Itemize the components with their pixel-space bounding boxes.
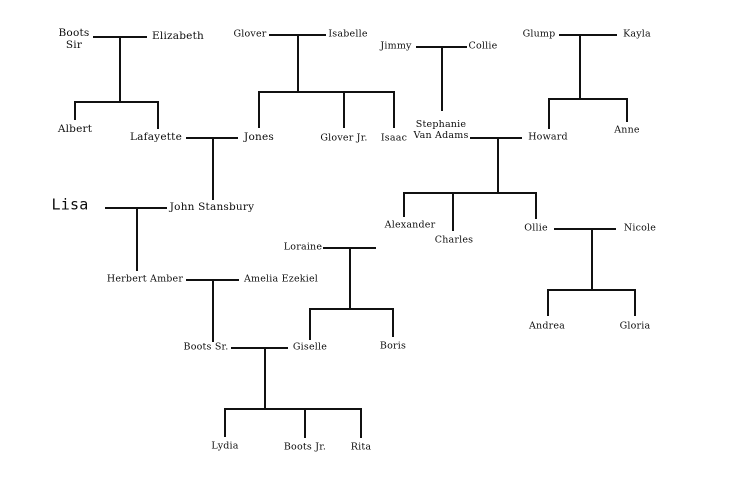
connector-d-jimmy-collie: [441, 46, 443, 111]
connector-c-isaac: [393, 91, 395, 128]
connector-d-steph-howard: [497, 137, 499, 193]
connector-sib-glump-kayla: [548, 98, 627, 100]
person-label-boris: Boris: [379, 340, 407, 352]
person-label-charles: Charles: [434, 234, 474, 246]
person-label-kayla: Kayla: [623, 28, 651, 40]
person-label-howard: Howard: [528, 131, 568, 143]
connector-u-boots-giselle: [231, 347, 288, 349]
person-label-john_stansbury: John Stansbury: [169, 201, 255, 213]
person-label-glover_jr: Glover Jr.: [320, 132, 368, 144]
person-label-boots_jr: Boots Jr.: [283, 441, 327, 453]
connector-sib-steph-howard: [403, 192, 536, 194]
connector-sib-boots-giselle: [224, 408, 361, 410]
connector-c-anne: [626, 98, 628, 122]
connector-c-lafayette: [157, 101, 159, 129]
person-label-nicole: Nicole: [623, 222, 657, 234]
connector-c-howard: [548, 98, 550, 129]
connector-c-gloria: [634, 289, 636, 316]
connector-u-glump-kayla: [559, 34, 617, 36]
connector-d-glump-kayla: [579, 34, 581, 98]
person-label-boots_sr: Boots Sr.: [183, 341, 229, 353]
person-label-albert: Albert: [57, 123, 93, 135]
connector-sib-boots-eliz: [74, 101, 159, 103]
connector-d-loraine-alex: [349, 247, 351, 309]
person-label-amelia_ezekiel: Amelia Ezekiel: [243, 273, 319, 285]
connector-d-lisa-john: [136, 207, 138, 271]
person-label-jones: Jones: [244, 131, 274, 143]
connector-c-giselle: [309, 308, 311, 340]
person-label-loraine: Loraine: [283, 241, 323, 253]
connector-sib-ollie-nicole: [547, 289, 635, 291]
person-label-gloria: Gloria: [619, 320, 651, 332]
person-label-jimmy: Jimmy: [380, 40, 412, 52]
person-label-isabelle: Isabelle: [328, 28, 368, 40]
person-label-ollie: Ollie: [524, 222, 548, 234]
connector-u-ollie-nicole: [554, 228, 616, 230]
connector-d-boots-eliz: [119, 36, 121, 101]
connector-d-ollie-nicole: [591, 228, 593, 290]
connector-c-alexander: [403, 192, 405, 217]
person-label-lydia: Lydia: [211, 440, 239, 452]
person-label-elizabeth: Elizabeth: [152, 30, 204, 42]
person-label-glover: Glover: [233, 28, 267, 40]
connector-c-ollie: [535, 192, 537, 219]
person-label-glump: Glump: [522, 28, 556, 40]
connector-sib-loraine-alex: [309, 308, 394, 310]
connector-d-lafay-jones: [212, 137, 214, 200]
connector-c-glover-jr: [343, 91, 345, 128]
person-label-andrea: Andrea: [528, 320, 566, 332]
connector-c-andrea: [547, 289, 549, 316]
connector-c-boots-jr: [304, 408, 306, 438]
connector-d-herbert-amelia: [212, 279, 214, 342]
person-label-anne: Anne: [614, 124, 640, 136]
connector-u-steph-howard: [470, 137, 522, 139]
person-label-lisa: Lisa: [51, 195, 89, 214]
connector-c-rita: [360, 408, 362, 438]
person-label-rita: Rita: [350, 441, 372, 453]
person-label-alexander: Alexander: [384, 219, 436, 231]
person-label-herbert_amber: Herbert Amber: [106, 273, 184, 285]
person-label-boots_sir: Boots Sir: [58, 27, 90, 51]
person-label-collie: Collie: [468, 40, 498, 52]
connector-c-charles: [452, 192, 454, 231]
connector-c-boris: [392, 308, 394, 337]
connector-sib-glover-isab: [258, 91, 394, 93]
person-label-stephanie: Stephanie Van Adams: [413, 119, 469, 141]
person-label-giselle: Giselle: [292, 341, 328, 353]
connector-c-lydia: [224, 408, 226, 437]
person-label-lafayette: Lafayette: [130, 131, 182, 143]
connector-d-boots-giselle: [264, 347, 266, 409]
person-label-isaac: Isaac: [380, 132, 408, 144]
connector-c-albert: [74, 101, 76, 120]
connector-c-jones: [258, 91, 260, 128]
connector-d-glover-isab: [297, 34, 299, 91]
